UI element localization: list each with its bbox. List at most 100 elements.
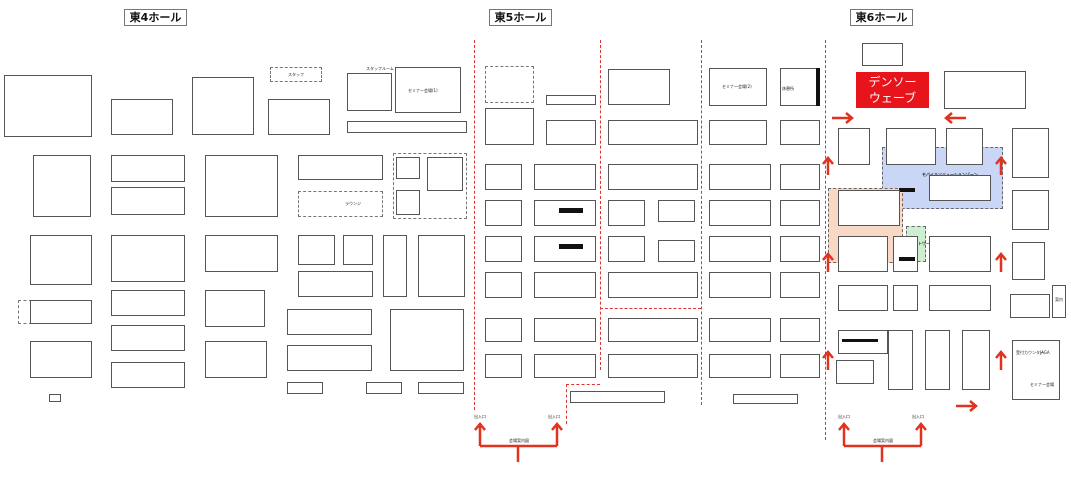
booth[interactable] <box>546 120 596 145</box>
booth[interactable] <box>709 120 767 145</box>
booth[interactable] <box>347 121 467 133</box>
booth[interactable] <box>534 164 596 190</box>
denso-wave-booth[interactable]: デンソー ウェーブ <box>856 72 929 108</box>
booth[interactable] <box>608 200 645 226</box>
booth[interactable] <box>111 290 185 316</box>
booth[interactable] <box>30 235 92 285</box>
seminar-hall[interactable] <box>395 67 461 113</box>
booth[interactable] <box>608 236 645 262</box>
booth[interactable] <box>608 164 698 190</box>
booth[interactable] <box>287 309 372 335</box>
booth[interactable] <box>485 318 522 342</box>
booth[interactable] <box>608 272 698 298</box>
booth[interactable] <box>343 235 373 265</box>
booth[interactable] <box>30 300 92 324</box>
booth[interactable] <box>608 69 670 105</box>
booth[interactable] <box>780 164 820 190</box>
booth[interactable] <box>192 77 254 135</box>
booth[interactable] <box>418 382 464 394</box>
booth[interactable] <box>893 236 918 272</box>
booth[interactable] <box>709 200 771 226</box>
booth[interactable] <box>534 236 596 262</box>
booth[interactable] <box>929 175 991 201</box>
booth[interactable] <box>534 272 596 298</box>
booth[interactable] <box>780 272 820 298</box>
booth[interactable] <box>709 236 771 262</box>
booth[interactable] <box>390 309 464 371</box>
booth[interactable] <box>709 318 771 342</box>
booth[interactable] <box>658 240 695 262</box>
booth[interactable] <box>383 235 407 297</box>
booth[interactable] <box>929 285 991 311</box>
booth[interactable] <box>298 155 383 180</box>
booth[interactable] <box>4 75 92 137</box>
booth[interactable] <box>111 235 185 282</box>
booth[interactable] <box>838 330 888 354</box>
booth[interactable] <box>838 190 900 226</box>
booth[interactable] <box>287 382 323 394</box>
booth[interactable] <box>418 235 465 297</box>
booth[interactable] <box>485 66 534 103</box>
booth[interactable] <box>838 285 888 311</box>
booth[interactable] <box>780 318 820 342</box>
booth[interactable] <box>658 200 695 222</box>
booth[interactable] <box>485 164 522 190</box>
booth[interactable] <box>836 360 874 384</box>
booth[interactable] <box>485 354 522 378</box>
booth[interactable] <box>546 95 596 105</box>
booth[interactable] <box>709 164 771 190</box>
booth[interactable] <box>205 290 265 327</box>
booth[interactable] <box>298 271 373 297</box>
booth[interactable] <box>1010 294 1050 318</box>
booth[interactable] <box>287 345 372 371</box>
booth[interactable] <box>1012 242 1045 280</box>
booth[interactable] <box>570 391 665 403</box>
booth[interactable] <box>427 157 463 191</box>
booth[interactable] <box>485 272 522 298</box>
booth[interactable] <box>1012 190 1049 230</box>
booth[interactable] <box>929 236 991 272</box>
booth[interactable] <box>733 394 798 404</box>
booth[interactable] <box>862 43 903 66</box>
booth[interactable] <box>608 120 698 145</box>
info-booth[interactable] <box>1052 285 1066 318</box>
booth[interactable] <box>485 108 534 145</box>
booth[interactable] <box>886 128 936 165</box>
booth[interactable] <box>780 120 820 145</box>
booth[interactable] <box>944 71 1026 109</box>
staff-room[interactable] <box>270 67 322 82</box>
booth[interactable] <box>838 236 888 272</box>
counter-area[interactable] <box>1012 340 1060 400</box>
booth[interactable] <box>205 341 267 378</box>
booth[interactable] <box>608 354 698 378</box>
booth[interactable] <box>534 318 596 342</box>
booth[interactable] <box>111 187 185 215</box>
booth[interactable] <box>298 235 335 265</box>
booth[interactable] <box>49 394 61 402</box>
booth[interactable] <box>205 155 278 217</box>
booth[interactable] <box>111 325 185 351</box>
booth[interactable] <box>709 354 771 378</box>
seminar-hall[interactable] <box>709 68 767 106</box>
booth[interactable] <box>608 318 698 342</box>
booth[interactable] <box>205 235 278 272</box>
booth[interactable] <box>111 99 173 135</box>
booth[interactable] <box>268 99 330 135</box>
booth[interactable] <box>780 236 820 262</box>
booth[interactable] <box>33 155 91 217</box>
booth[interactable] <box>962 330 990 390</box>
booth[interactable] <box>366 382 402 394</box>
seminar-area[interactable] <box>347 73 392 111</box>
booth[interactable] <box>111 155 185 182</box>
booth[interactable] <box>534 354 596 378</box>
booth[interactable] <box>780 200 820 226</box>
booth[interactable] <box>893 285 918 311</box>
lounge[interactable] <box>298 191 383 217</box>
booth[interactable] <box>780 354 820 378</box>
booth[interactable] <box>888 330 913 390</box>
booth[interactable] <box>30 341 92 378</box>
booth[interactable] <box>1012 128 1049 178</box>
booth[interactable] <box>709 272 771 298</box>
booth[interactable] <box>925 330 950 390</box>
booth[interactable] <box>485 236 522 262</box>
